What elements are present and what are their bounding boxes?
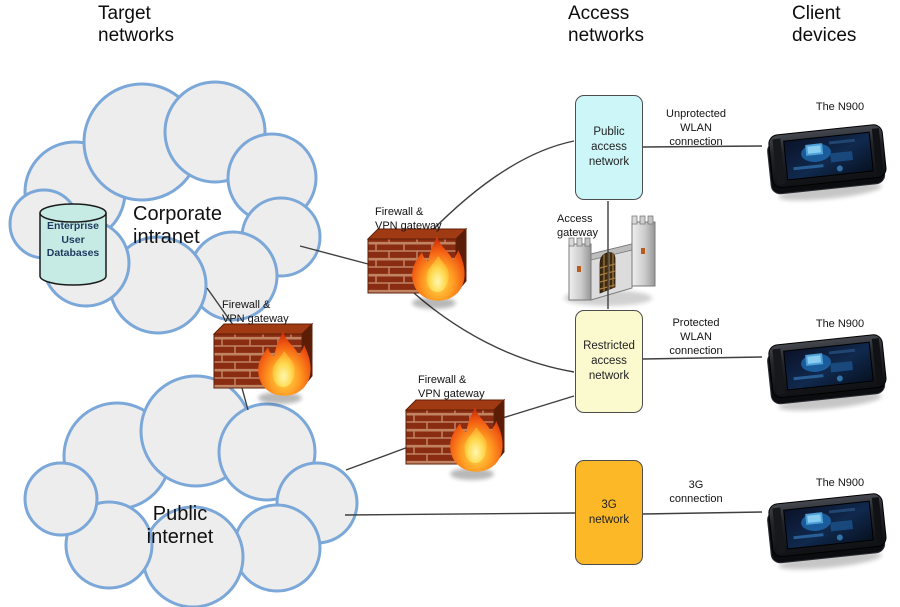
firewall-vpn-gateway-icon-1 bbox=[368, 229, 466, 309]
link-firewall1-public-access bbox=[418, 140, 575, 245]
3g-connection-label: 3G connection bbox=[669, 479, 723, 505]
column-header-client-devices: Client devices bbox=[792, 3, 857, 47]
link-internet-3g bbox=[344, 512, 577, 516]
link-3g-phone3 bbox=[642, 511, 763, 515]
enterprise-database-cylinder bbox=[39, 203, 107, 286]
n900-phone-image-1 bbox=[766, 124, 889, 205]
link-public-access-phone1 bbox=[642, 145, 763, 148]
firewall-label-3: Firewall & VPN gateway bbox=[418, 374, 485, 400]
corporate-intranet-label: Corporate intranet bbox=[133, 203, 222, 248]
n900-device-label-3: The N900 bbox=[815, 477, 865, 489]
unprotected-wlan-connection-label: Unprotected WLAN connection bbox=[666, 108, 726, 148]
protected-wlan-connection-label: Protected WLAN connection bbox=[669, 317, 723, 357]
public-internet-cloud bbox=[23, 374, 359, 607]
link-firewall2-internet bbox=[241, 387, 249, 411]
n900-phone-image-2 bbox=[766, 334, 889, 415]
3g-network-box: 3G network bbox=[575, 460, 643, 565]
column-header-target-networks: Target networks bbox=[98, 3, 175, 47]
n900-phone-image-3 bbox=[766, 493, 889, 574]
enterprise-database-label: Enterprise User Databases bbox=[46, 220, 100, 260]
firewall-label-2: Firewall & VPN gateway bbox=[222, 299, 289, 325]
link-restricted-phone2 bbox=[642, 356, 763, 360]
link-intranet-firewall2 bbox=[206, 287, 237, 330]
link-intranet-firewall1 bbox=[299, 245, 369, 265]
access-gateway-label: Access gateway bbox=[557, 213, 598, 239]
n900-device-label-1: The N900 bbox=[815, 101, 865, 113]
link-internet-firewall3 bbox=[345, 445, 412, 471]
firewall-label-1: Firewall & VPN gateway bbox=[375, 206, 442, 232]
connector-lines bbox=[206, 140, 763, 516]
public-internet-label: Public internet bbox=[146, 503, 214, 548]
link-firewall3-restricted bbox=[495, 395, 575, 421]
public-access-network-box: Public access network bbox=[575, 95, 643, 200]
restricted-access-network-box: Restricted access network bbox=[575, 310, 643, 413]
column-header-access-networks: Access networks bbox=[568, 3, 645, 47]
n900-device-label-2: The N900 bbox=[815, 318, 865, 330]
firewall-vpn-gateway-icon-3 bbox=[406, 400, 504, 480]
